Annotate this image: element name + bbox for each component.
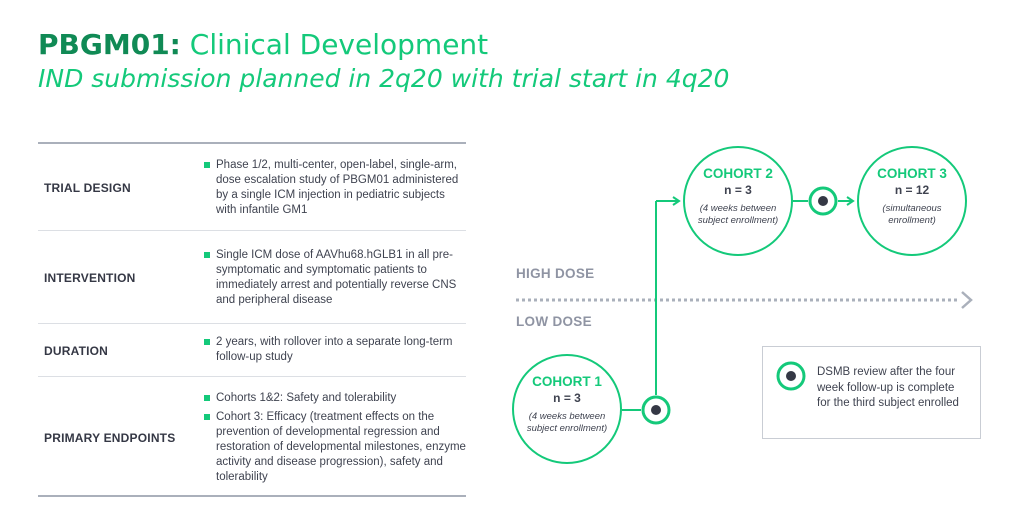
row-label: TRIAL DESIGN	[44, 181, 131, 195]
cohort-1-note: (4 weeks between subject enrollment)	[526, 411, 608, 434]
cohort-2-note: (4 weeks between subject enrollment)	[697, 203, 779, 226]
cohort-3-name: COHORT 3	[877, 166, 947, 181]
table-row-intervention: INTERVENTION Single ICM dose of AAVhu68.…	[38, 231, 466, 324]
low-dose-label: LOW DOSE	[516, 314, 592, 329]
title-text: Clinical Development	[189, 28, 489, 61]
high-dose-label: HIGH DOSE	[516, 266, 595, 281]
table-bottom-rule	[38, 495, 466, 497]
table-row-duration: DURATION 2 years, with rollover into a s…	[38, 324, 466, 377]
row-label: PRIMARY ENDPOINTS	[44, 431, 176, 445]
cohort-3-n: n = 12	[894, 183, 930, 197]
row-bullets: Phase 1/2, multi-center, open-label, sin…	[204, 158, 466, 224]
bullet-item: Cohort 3: Efficacy (treatment effects on…	[204, 410, 466, 485]
cohort-1-name: COHORT 1	[532, 374, 602, 389]
bullet-item: Single ICM dose of AAVhu68.hGLB1 in all …	[204, 248, 466, 308]
row-label: INTERVENTION	[44, 271, 136, 285]
row-label: DURATION	[44, 344, 109, 358]
legend-text: DSMB review after the four week follow-u…	[817, 366, 959, 409]
dsmb-node-1-dot	[651, 405, 661, 415]
cohort-2-n: n = 3	[724, 183, 752, 197]
table-top-rule	[38, 142, 466, 144]
legend-dsmb-icon-dot	[786, 371, 796, 381]
bullet-item: Cohorts 1&2: Safety and tolerability	[204, 391, 466, 406]
cohort-2-name: COHORT 2	[703, 166, 773, 181]
page-subtitle: IND submission planned in 2q20 with tria…	[38, 64, 730, 93]
cohort-3-circle: COHORT 3 n = 12 (simultaneous enrollment…	[857, 146, 967, 256]
title-code: PBGM01:	[38, 28, 181, 61]
table-row-trial-design: TRIAL DESIGN Phase 1/2, multi-center, op…	[38, 144, 466, 231]
row-bullets: Single ICM dose of AAVhu68.hGLB1 in all …	[204, 248, 466, 314]
arrowhead-to-cohort2	[672, 196, 681, 206]
legend-box: DSMB review after the four week follow-u…	[762, 346, 981, 439]
cohort-1-n: n = 3	[553, 391, 581, 405]
bullet-item: 2 years, with rollover into a separate l…	[204, 335, 466, 365]
arrowhead-to-cohort3	[846, 196, 855, 206]
row-bullets: Cohorts 1&2: Safety and tolerability Coh…	[204, 391, 466, 491]
cohort-1-circle: COHORT 1 n = 3 (4 weeks between subject …	[512, 354, 622, 464]
dsmb-node-2-dot	[818, 196, 828, 206]
page-title: PBGM01: Clinical Development	[38, 28, 488, 61]
table-row-primary-endpoints: PRIMARY ENDPOINTS Cohorts 1&2: Safety an…	[38, 377, 466, 495]
bullet-item: Phase 1/2, multi-center, open-label, sin…	[204, 158, 466, 218]
cohort-2-circle: COHORT 2 n = 3 (4 weeks between subject …	[683, 146, 793, 256]
dose-divider-arrowhead	[961, 291, 973, 309]
cohort-3-note: (simultaneous enrollment)	[882, 203, 942, 226]
row-bullets: 2 years, with rollover into a separate l…	[204, 335, 466, 371]
